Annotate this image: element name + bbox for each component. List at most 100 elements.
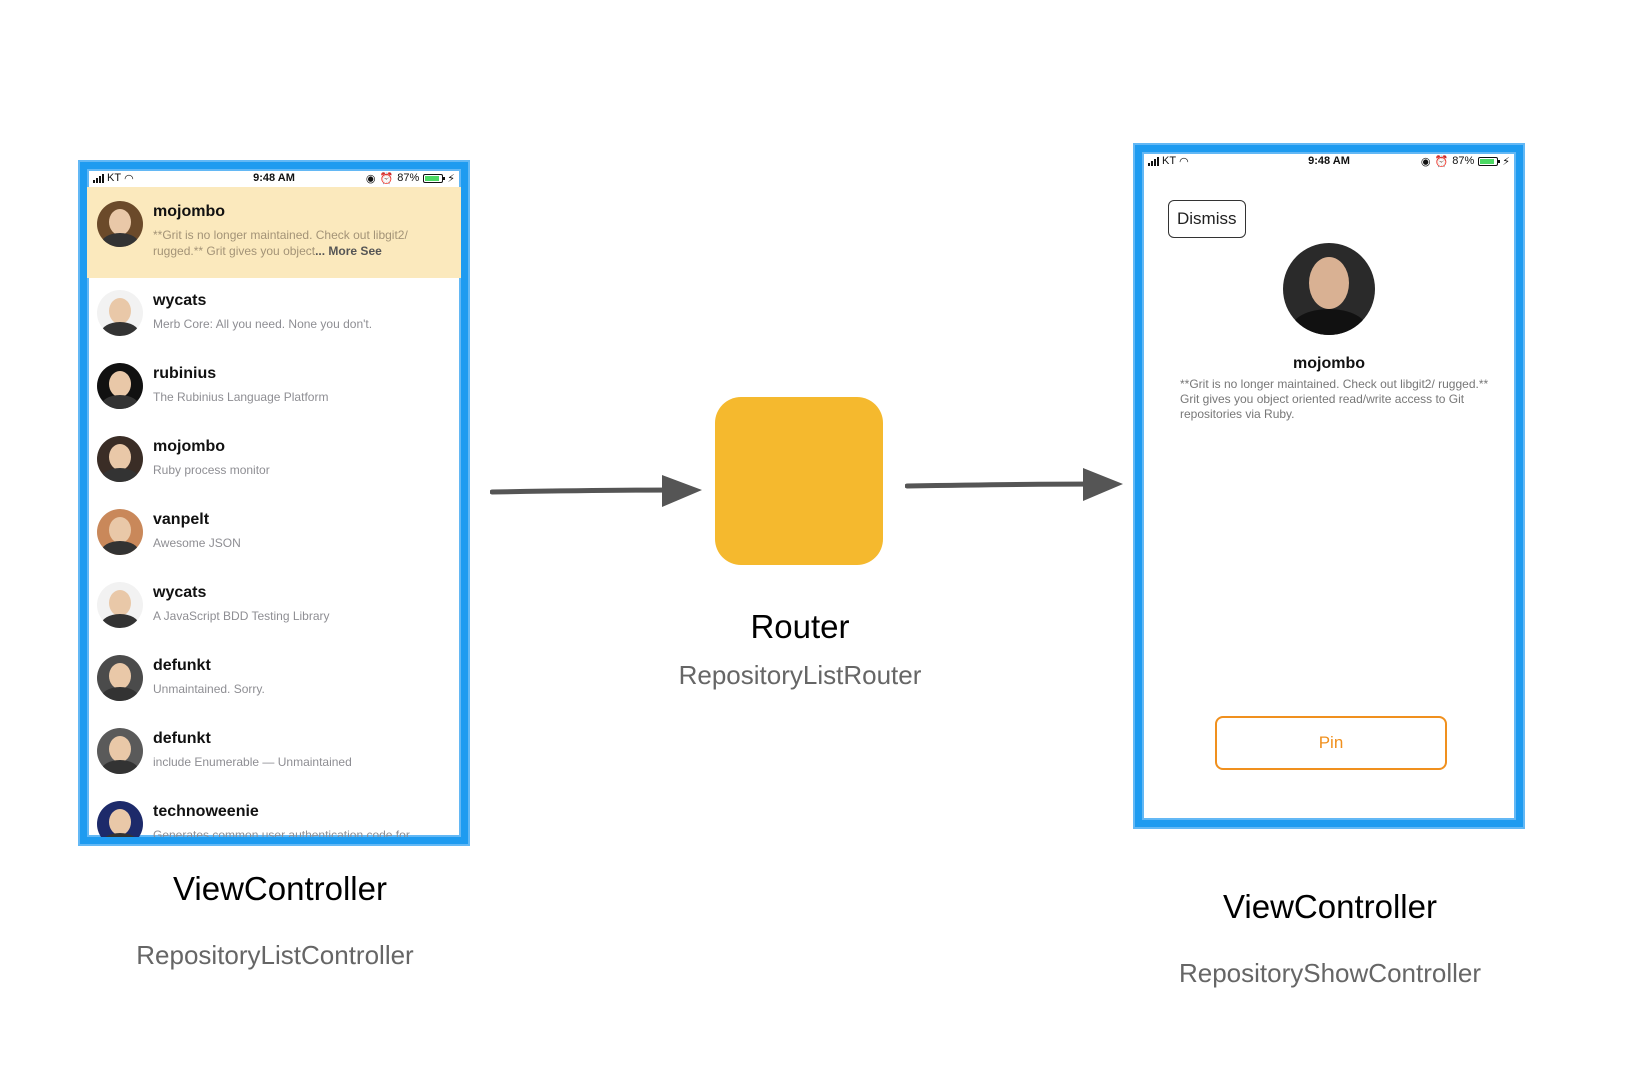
battery-percent: 87% — [397, 172, 420, 184]
avatar-face — [109, 371, 131, 397]
repository-description-text: The Rubinius Language Platform — [153, 390, 329, 404]
repository-description-text: Unmaintained. Sorry. — [153, 682, 265, 696]
list-item[interactable]: mojombo**Grit is no longer maintained. C… — [87, 187, 461, 278]
repository-owner-name: wycats — [153, 292, 207, 309]
pin-button[interactable]: Pin — [1215, 716, 1447, 770]
repository-description-text: Generates common user authentication cod… — [153, 828, 410, 842]
avatar-shoulders — [101, 687, 139, 701]
carrier-label: KT — [107, 172, 122, 184]
battery-icon — [423, 173, 446, 183]
repository-description: **Grit is no longer maintained. Check ou… — [1180, 377, 1489, 421]
left-controller-title: ViewController — [173, 870, 387, 907]
repository-description: Generates common user authentication cod… — [153, 827, 410, 842]
alarm-icon: ⏰ — [379, 172, 394, 185]
right-controller-subtitle: RepositoryShowController — [1178, 958, 1482, 988]
avatar-shoulders — [101, 614, 139, 628]
avatar-shoulders — [1291, 309, 1367, 335]
list-item-text: defunkt include Enumerable — Unmaintained — [153, 728, 352, 770]
avatar — [97, 582, 143, 628]
arrow-to-show — [905, 468, 1123, 501]
repository-description-text: Awesome JSON — [153, 536, 241, 550]
repository-description-text: include Enumerable — Unmaintained — [153, 755, 352, 769]
dismiss-button[interactable]: Dismiss — [1168, 200, 1246, 238]
repository-owner-name: vanpelt — [153, 511, 210, 528]
alarm-icon: ⏰ — [1434, 155, 1449, 168]
avatar — [97, 436, 143, 482]
wifi-icon: ◠ — [124, 172, 134, 185]
repository-description: Ruby process monitor — [153, 462, 270, 478]
avatar — [97, 363, 143, 409]
status-bar: KT ◠ 9:48 AM ◉ ⏰ 87% ⚡ — [1142, 152, 1516, 170]
repository-description: The Rubinius Language Platform — [153, 389, 328, 405]
avatar-shoulders — [101, 541, 139, 555]
arrow-to-router-head — [662, 475, 702, 507]
repository-description-text: **Grit is no longer maintained. Check ou… — [153, 228, 408, 258]
repository-owner-name: mojombo — [1293, 355, 1365, 372]
repository-description: Merb Core: All you need. None you don't. — [153, 316, 372, 332]
repository-owner-name: rubinius — [153, 365, 217, 382]
avatar-shoulders — [101, 760, 139, 774]
repository-description: **Grit is no longer maintained. Check ou… — [153, 227, 451, 259]
avatar-face — [109, 736, 131, 762]
avatar-shoulders — [101, 233, 139, 247]
avatar-shoulders — [101, 322, 139, 336]
repository-owner-name: defunkt — [153, 730, 211, 747]
avatar — [97, 509, 143, 555]
left-controller-subtitle: RepositoryListController — [136, 940, 414, 970]
avatar-face — [109, 517, 131, 543]
avatar — [97, 655, 143, 701]
repository-description-text: Ruby process monitor — [153, 463, 270, 477]
avatar-face — [109, 590, 131, 616]
router-box — [715, 397, 883, 565]
arrow-to-router-shaft — [490, 487, 683, 495]
battery-icon — [1478, 156, 1501, 166]
repository-show-screen: KT ◠ 9:48 AM ◉ ⏰ 87% ⚡ Dismiss mojombo *… — [1135, 145, 1523, 827]
charging-icon: ⚡ — [447, 172, 455, 185]
signal-icon — [93, 173, 104, 183]
router-title: Router — [750, 608, 850, 645]
avatar — [97, 201, 143, 247]
battery-fill — [1480, 158, 1495, 164]
avatar — [97, 290, 143, 336]
arrow-to-router — [490, 475, 702, 507]
avatar-face — [1309, 257, 1349, 309]
repository-description: Awesome JSON — [153, 535, 241, 551]
arrow-to-show-shaft — [905, 481, 1104, 489]
avatar-face — [109, 298, 131, 324]
wifi-icon: ◠ — [1179, 155, 1189, 168]
repository-description-text: Merb Core: All you need. None you don't. — [153, 317, 373, 331]
repository-list: mojombo**Grit is no longer maintained. C… — [87, 187, 461, 842]
avatar — [97, 801, 143, 837]
avatar-shoulders — [101, 468, 139, 482]
battery-fill — [425, 175, 440, 181]
avatar-face — [109, 209, 131, 235]
repository-description: include Enumerable — Unmaintained — [153, 754, 352, 770]
right-controller-title: ViewController — [1223, 888, 1437, 925]
avatar — [1283, 243, 1375, 335]
repository-list-screen: KT ◠ 9:48 AM ◉ ⏰ 87% ⚡ mojombo**Grit is … — [80, 162, 468, 844]
avatar — [97, 728, 143, 774]
avatar-face — [109, 444, 131, 470]
status-bar: KT ◠ 9:48 AM ◉ ⏰ 87% ⚡ — [87, 169, 461, 187]
avatar-shoulders — [101, 395, 139, 409]
list-item-text: mojombo**Grit is no longer maintained. C… — [153, 201, 451, 259]
more-see-link[interactable]: ... More See — [315, 244, 382, 258]
list-item[interactable]: defunkt include Enumerable — Unmaintained — [87, 716, 461, 789]
avatar-face — [109, 663, 131, 689]
lock-rotation-icon: ◉ — [1420, 155, 1431, 168]
lock-rotation-icon: ◉ — [365, 172, 376, 185]
repository-description-text: A JavaScript BDD Testing Library — [153, 609, 330, 623]
repository-owner-name: technoweenie — [153, 803, 259, 820]
